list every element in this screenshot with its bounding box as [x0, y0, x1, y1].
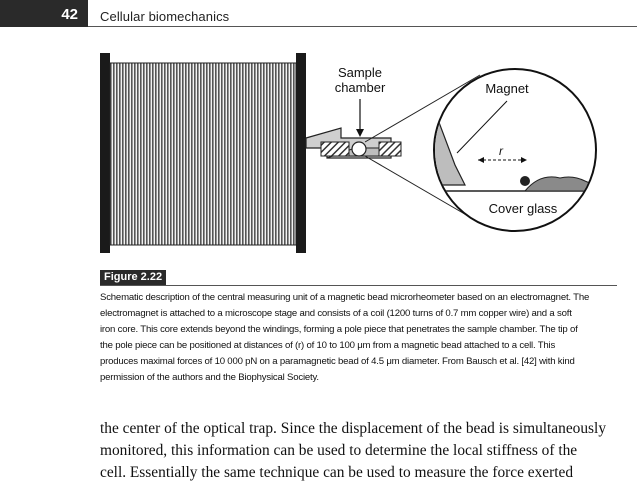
zoom-line-top: [364, 74, 481, 143]
sample-chamber-label-2: chamber: [335, 80, 386, 95]
r-label: r: [499, 144, 504, 158]
figure-label: Figure 2.22: [100, 270, 167, 285]
magnified-view: [433, 68, 597, 232]
r-arrow-left: [478, 157, 484, 163]
page-header: 42 Cellular biomechanics: [0, 0, 637, 27]
zoom-line-bottom: [364, 155, 476, 221]
body-paragraph: the center of the optical trap. Since th…: [100, 420, 607, 481]
figure-diagram: Sample chamber Magnet: [95, 45, 635, 270]
cover-glass-label: Cover glass: [489, 201, 558, 216]
sample-chamber: [320, 141, 402, 157]
r-arrow-right: [521, 157, 527, 163]
electromagnet-coil: [100, 53, 306, 253]
header-rule: [88, 26, 637, 27]
figure-rule: [100, 285, 617, 286]
running-title: Cellular biomechanics: [100, 9, 230, 24]
sample-chamber-label-1: Sample: [338, 65, 382, 80]
page-number: 42: [0, 0, 88, 27]
magnetic-bead-microrheometer-diagram: Sample chamber Magnet: [100, 53, 597, 253]
magnet-pointer: [456, 100, 508, 154]
figure-caption: Schematic description of the central mea…: [100, 292, 590, 383]
magnet-label: Magnet: [485, 81, 529, 96]
sample-chamber-arrow-head: [356, 129, 364, 137]
